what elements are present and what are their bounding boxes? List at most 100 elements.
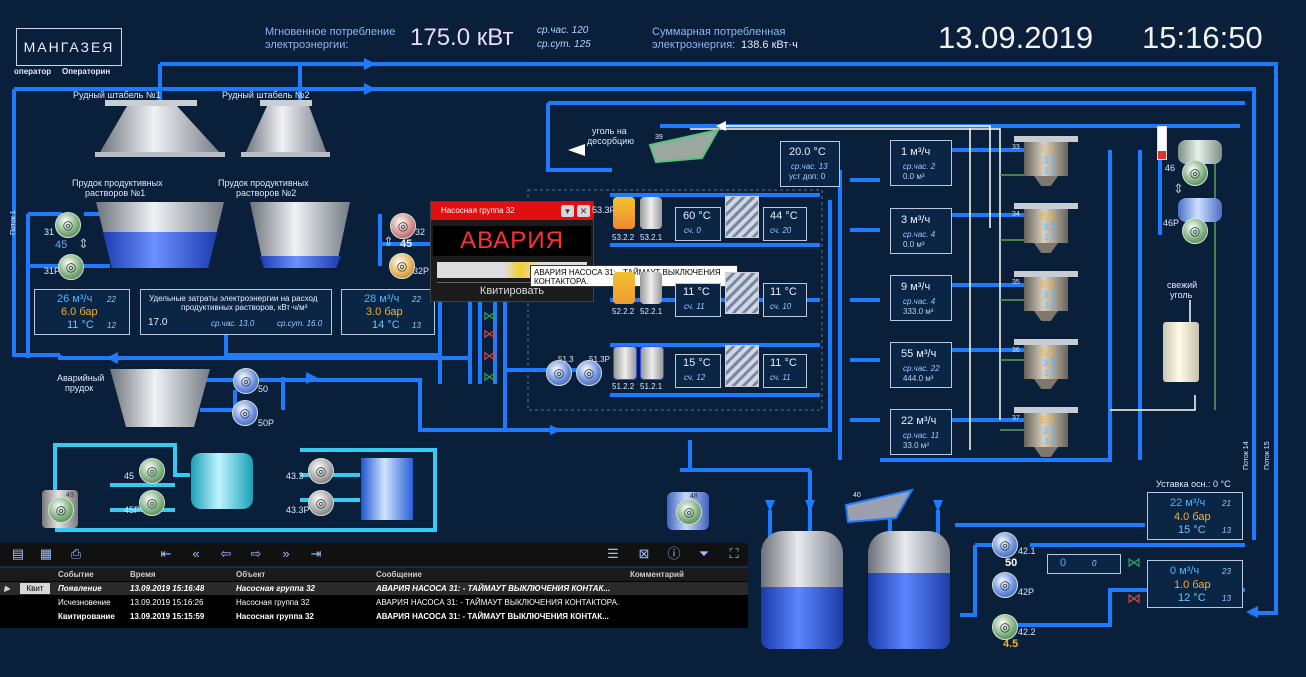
fast-back-icon[interactable]: « xyxy=(192,546,200,561)
pump-42-1-icon[interactable]: ◎ xyxy=(992,532,1018,558)
column-36-a: 6.0 xyxy=(1040,347,1054,358)
flow-14-label: Поток 14 xyxy=(1243,441,1250,470)
valve-3-icon[interactable]: ⋈ xyxy=(483,348,496,363)
delete-icon[interactable]: ⊠ xyxy=(638,546,650,561)
print-icon[interactable]: ⎙ xyxy=(70,546,82,561)
pump-43r-icon[interactable]: ◎ xyxy=(308,490,334,516)
column-35-number: 35 xyxy=(1012,279,1020,286)
pump-43-icon[interactable]: ◎ xyxy=(308,458,334,484)
temp-3-count: сч. 12 xyxy=(684,373,706,382)
column-36: 36 6.0 3.0 1.0 xyxy=(1010,339,1082,391)
first-page-icon[interactable]: ⇤ xyxy=(160,546,172,561)
column-37-a: 5.0 xyxy=(1040,415,1054,426)
total-consumption-label-1: Суммарная потребленная xyxy=(652,26,786,38)
temp-box-2: 11 °С сч. 11 xyxy=(675,283,721,317)
pump-42-2-number: 42.2 xyxy=(1018,627,1036,637)
filter-53-2-1 xyxy=(640,197,662,229)
columns-icon[interactable]: ☰ xyxy=(607,546,619,561)
pump-43-number: 43.3 xyxy=(286,471,304,481)
flow-1-value: 1 м³/ч xyxy=(901,146,931,158)
column-34: 34 8.0 9.0 1.0 xyxy=(1010,203,1082,255)
pump-31r-number: 31Р xyxy=(44,266,61,276)
pump-48-icon[interactable]: ◎ xyxy=(676,499,702,525)
filter-52-2-1 xyxy=(640,272,662,304)
filter-52-2-2 xyxy=(613,272,635,304)
popup-pin-button[interactable]: ▾ xyxy=(561,205,574,217)
export-icon[interactable]: ▦ xyxy=(39,546,53,561)
valve-4-icon[interactable]: ⋈ xyxy=(483,369,496,384)
table-row[interactable]: Исчезновение 13.09.2019 15:16:26 Насосна… xyxy=(0,596,748,609)
column-34-c: 1.0 xyxy=(1044,233,1056,242)
valve-6-icon[interactable]: ⋈ xyxy=(1127,590,1141,606)
last-page-icon[interactable]: ⇥ xyxy=(310,546,322,561)
pump-50r-icon[interactable]: ◎ xyxy=(232,400,258,426)
ack-row-button[interactable]: Квит xyxy=(20,583,50,594)
avg-day-consumption: ср.сут. 125 xyxy=(537,39,591,50)
pump-32-icon[interactable]: ◎ xyxy=(390,213,416,239)
mid-value-box: 0 0 xyxy=(1047,554,1121,574)
pump-31-icon[interactable]: ◎ xyxy=(55,212,81,238)
pump-45r-icon[interactable]: ◎ xyxy=(139,490,165,516)
right-pressure: 3.0 бар xyxy=(366,306,403,318)
filter-52-2-2-label: 52.2.2 xyxy=(612,307,635,316)
fast-forward-icon[interactable]: » xyxy=(282,546,290,561)
flow-4-total: 444.0 м³ xyxy=(903,374,934,383)
valve-2-icon[interactable]: ⋈ xyxy=(483,326,496,341)
specific-consumption-box: Удельные затраты электроэнергии на расхо… xyxy=(140,289,332,335)
flow-5-total: 33.0 м³ xyxy=(903,441,929,450)
right-temperature-count: 13 xyxy=(412,321,421,330)
back-icon[interactable]: ⇦ xyxy=(220,546,232,561)
table-row[interactable]: ▶ Квит Появление 13.09.2019 15:16:48 Нас… xyxy=(0,582,748,595)
row-time: 13.09.2019 15:16:48 xyxy=(130,584,205,593)
column-36-number: 36 xyxy=(1012,347,1020,354)
table-row[interactable]: Квитирование 13.09.2019 15:15:59 Насосна… xyxy=(0,610,748,623)
alarm-indicator: АВАРИЯ xyxy=(433,226,591,256)
filter-51-2-2-label: 51.2.2 xyxy=(612,382,635,391)
pump-32r-icon[interactable]: ◎ xyxy=(389,253,415,279)
temp-3b-count: сч. 11 xyxy=(770,373,791,382)
pump-49-icon[interactable]: ◎ xyxy=(48,497,74,523)
br1-flow-count: 21 xyxy=(1222,499,1231,508)
column-34-a: 8.0 xyxy=(1040,211,1054,222)
pump-46-switch-icon: ⇕ xyxy=(1173,181,1184,196)
fullscreen-icon[interactable]: ⛶ xyxy=(729,546,739,561)
pump-42-2-icon[interactable]: ◎ xyxy=(992,614,1018,640)
column-33-b: 3.0 xyxy=(1043,155,1056,165)
pump-46-icon[interactable]: ◎ xyxy=(1182,160,1208,186)
pump-513r-icon[interactable]: ◎ xyxy=(576,360,602,386)
popup-title: Насосная группа 32 xyxy=(441,206,515,215)
popup-close-button[interactable]: ✕ xyxy=(577,205,590,217)
pump-42r-icon[interactable]: ◎ xyxy=(992,572,1018,598)
valve-1-icon[interactable]: ⋈ xyxy=(483,308,496,323)
flow-box-2: 3 м³/ч ср.час. 4 0.0 м³ xyxy=(890,208,952,254)
column-34-number: 34 xyxy=(1012,211,1020,218)
pump-513r-number: 51.3Р xyxy=(589,355,610,364)
pump-513-icon[interactable]: ◎ xyxy=(546,360,572,386)
ore-stack-2-label: Рудный штабель №2 xyxy=(222,90,310,100)
br1-temperature: 15 °С xyxy=(1178,524,1206,536)
temperature-box: 20.0 °С ср.час. 13 уст доп: 0 xyxy=(780,141,840,187)
pump-46r-icon[interactable]: ◎ xyxy=(1182,218,1208,244)
pump-533r-number: 53.3Р xyxy=(592,205,616,215)
right-flow: 28 м³/ч xyxy=(364,293,400,305)
br1-pressure: 4.0 бар xyxy=(1174,511,1211,523)
temp-2-value: 11 °С xyxy=(683,286,710,298)
pump-513-number: 51.3 xyxy=(558,355,574,364)
pond-2-label-b: растворов №2 xyxy=(236,188,297,198)
list-icon[interactable]: ▤ xyxy=(11,546,25,561)
heat-exchanger-3 xyxy=(725,345,759,387)
pump-31r-icon[interactable]: ◎ xyxy=(58,254,84,280)
avg-hour-consumption: ср.час. 120 xyxy=(537,25,589,36)
heat-exchanger-1 xyxy=(725,196,759,238)
info-icon[interactable]: ⓘ xyxy=(667,546,681,561)
flow-2-value: 3 м³/ч xyxy=(901,214,931,226)
forward-icon[interactable]: ⇨ xyxy=(250,546,262,561)
tank-blue xyxy=(361,458,413,520)
pump-50-icon[interactable]: ◎ xyxy=(233,368,259,394)
pump-45-icon[interactable]: ◎ xyxy=(139,458,165,484)
filter-icon[interactable]: ⏷ xyxy=(698,546,710,561)
pump-31-speed: 45 xyxy=(55,239,68,251)
valve-5-icon[interactable]: ⋈ xyxy=(1127,554,1141,570)
temperature-value: 20.0 °С xyxy=(789,146,826,158)
specific-title-1: Удельные затраты электроэнергии на расхо… xyxy=(149,294,318,303)
